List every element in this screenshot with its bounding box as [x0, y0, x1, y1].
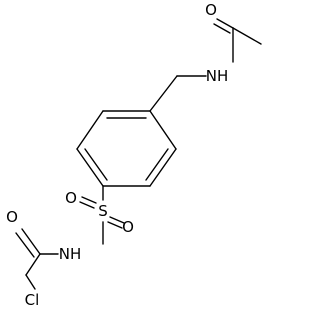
atom-acetyl-oxygen: O	[205, 1, 217, 19]
atom-amide-nh-top: NH	[206, 67, 229, 85]
bond-carbonyl-o-left-1	[21, 228, 41, 255]
ring-bond-2	[149, 148, 177, 187]
bond-carbonyl-o-double-2	[213, 23, 231, 34]
bond-s-o-left-2	[79, 201, 95, 209]
bond-carbonyl-methyl	[232, 27, 262, 45]
ring-inner-double-3	[84, 148, 108, 181]
bond-s-o-right-1	[109, 216, 125, 224]
atom-sulfur: S	[98, 202, 108, 220]
bond-carbonyl-o-left-2	[15, 232, 35, 258]
atom-chlorine: Cl	[25, 291, 40, 309]
ring-inner-double-2	[145, 148, 169, 181]
chemical-structure-diagram: O NH S O O NH O Cl	[6, 1, 262, 309]
bond-ch2-cl	[25, 274, 36, 290]
bond-carbonyl-o-double-1	[216, 18, 234, 29]
atom-sulfonyl-oxygen-right: O	[122, 218, 134, 236]
bond-carbonyl-ch2	[25, 253, 41, 276]
bond-s-o-right-2	[107, 221, 123, 229]
atom-sulfonamide-nh: NH	[59, 245, 82, 263]
ring-bond-1	[149, 110, 177, 150]
ring-bond-4	[76, 148, 104, 187]
bond-ch2-ring	[149, 75, 178, 112]
atom-sulfonyl-oxygen-left: O	[65, 189, 77, 207]
atom-chloroacetyl-oxygen: O	[6, 208, 18, 226]
bond-s-o-left-1	[81, 196, 97, 204]
ring-bond-5	[76, 110, 104, 150]
